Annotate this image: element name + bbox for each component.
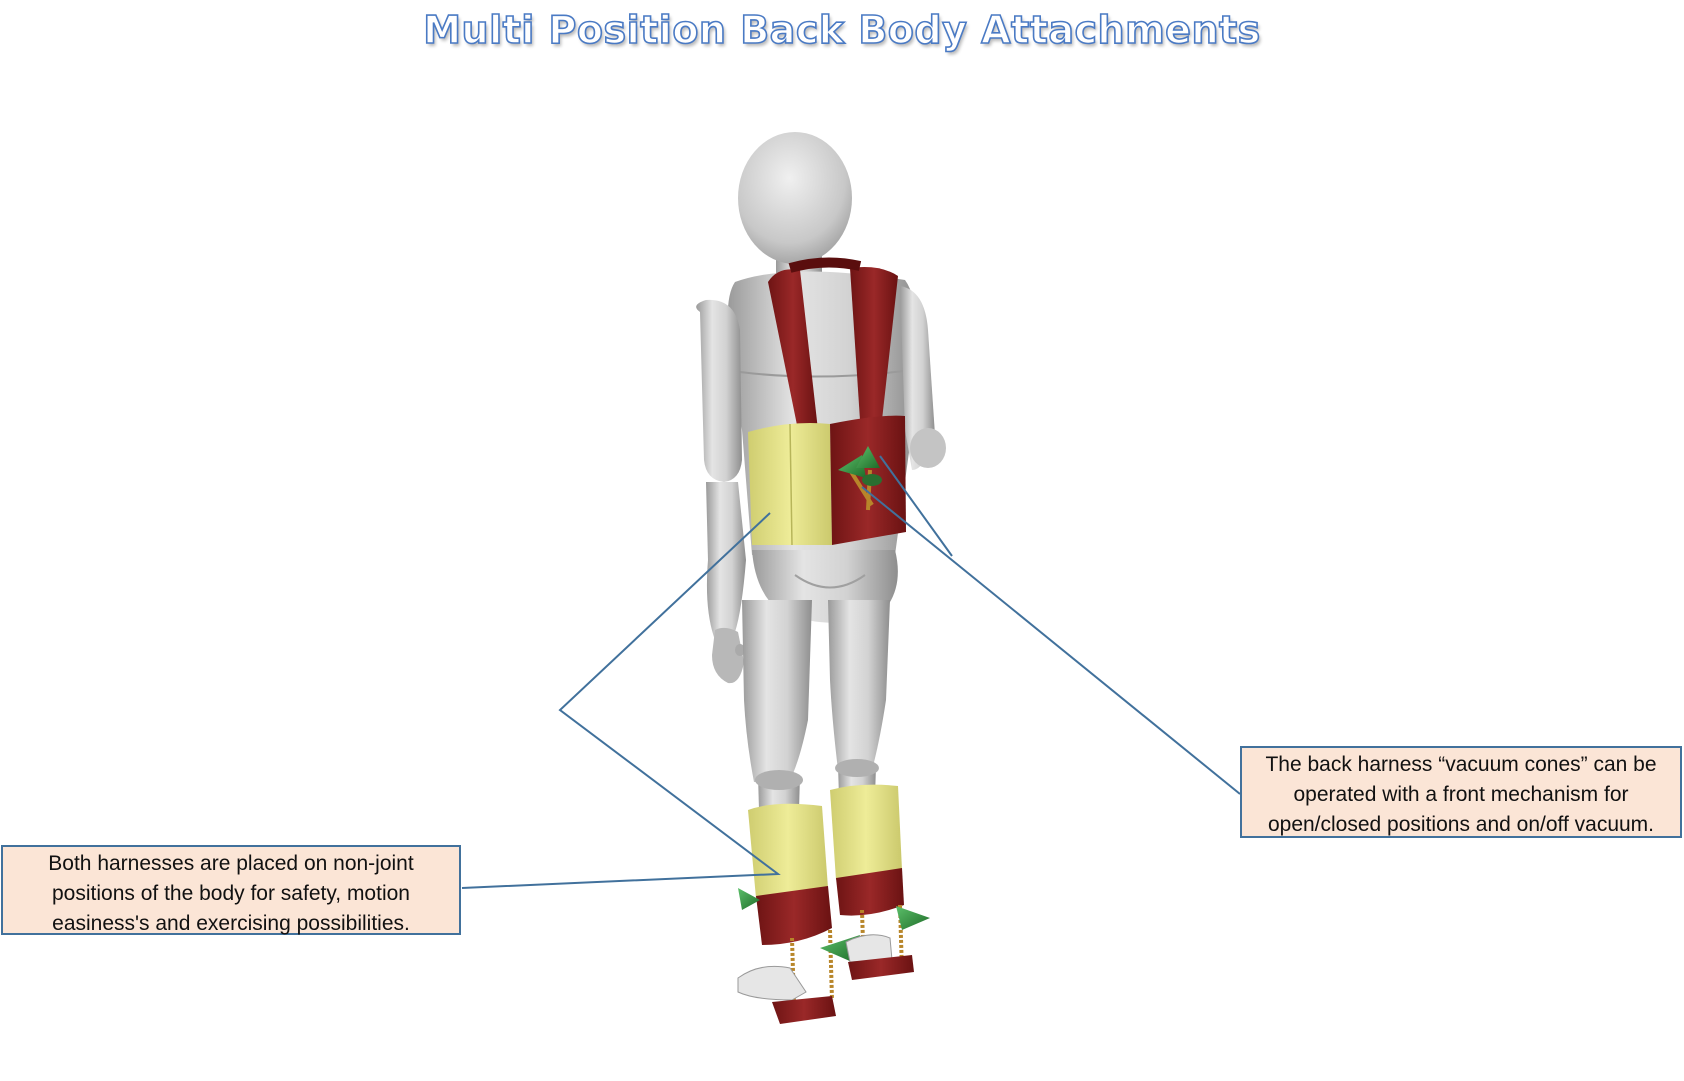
back-vacuum-cones bbox=[838, 446, 882, 511]
leader-line-right-cone bbox=[879, 455, 953, 557]
leg-harness-right bbox=[830, 784, 930, 980]
callout-leg-harness: Both harnesses are placed on non-joint p… bbox=[1, 845, 461, 935]
leader-line-left bbox=[461, 512, 781, 889]
callout-vacuum-cones: The back harness “vacuum cones” can be o… bbox=[1240, 746, 1682, 838]
mannequin-right-arm bbox=[900, 286, 946, 470]
back-harness-straps bbox=[768, 257, 898, 430]
mannequin-left-arm bbox=[696, 299, 746, 684]
callout-leader-lines bbox=[461, 455, 1241, 889]
page-title: Multi Position Back Body Attachments bbox=[422, 7, 1261, 53]
back-harness-belt bbox=[748, 415, 906, 546]
leader-line-right bbox=[861, 486, 1241, 795]
